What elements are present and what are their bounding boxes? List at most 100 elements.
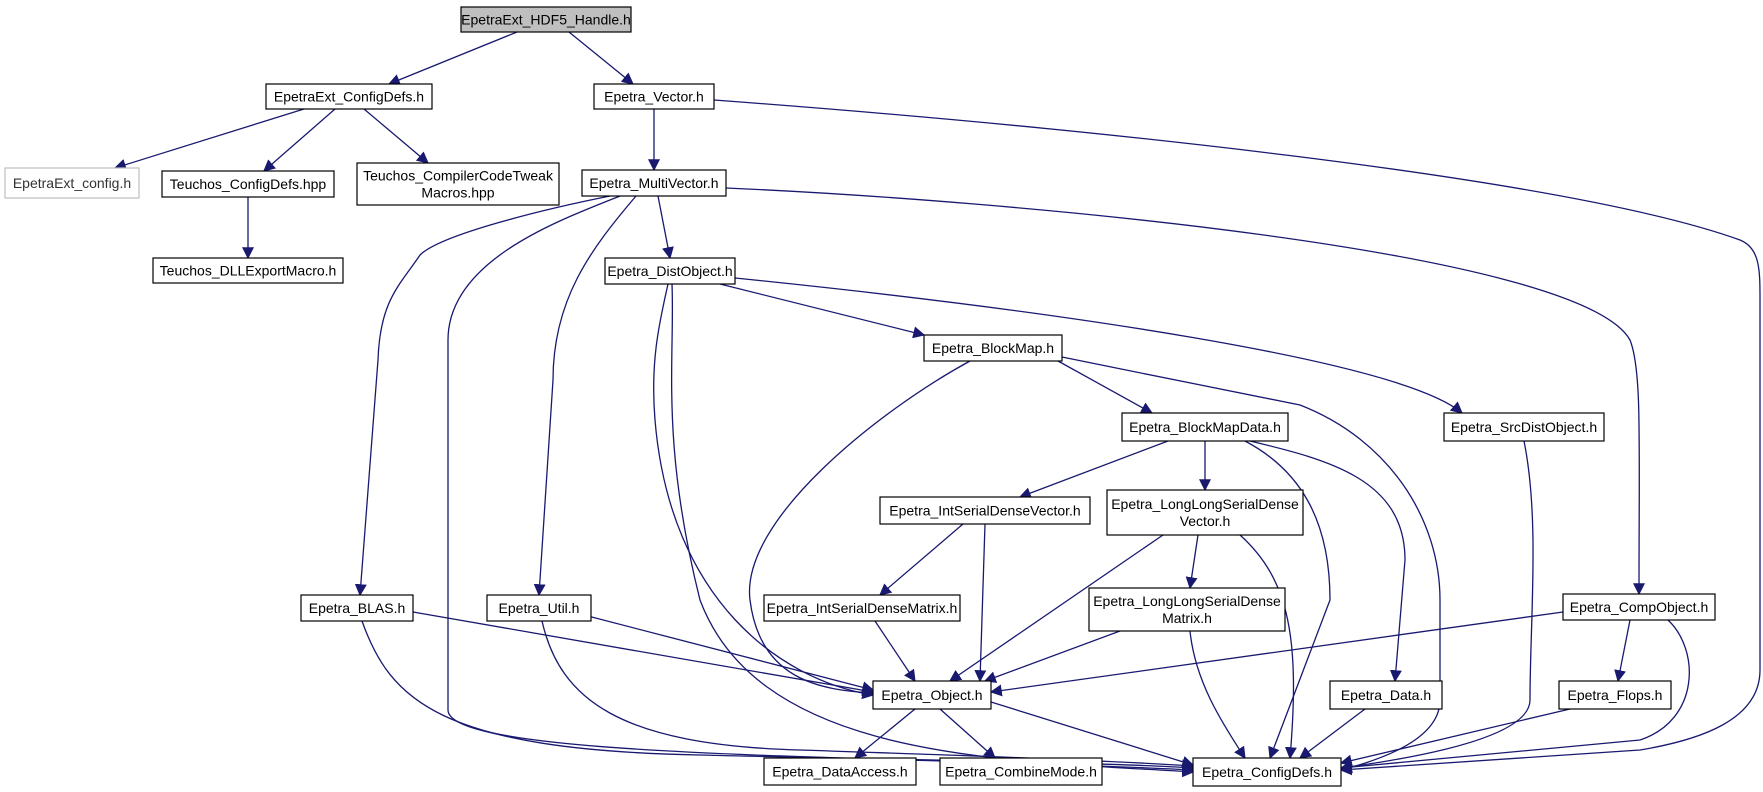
node-blockmapdata[interactable]: Epetra_BlockMapData.h <box>1121 412 1289 442</box>
node-box <box>4 167 140 199</box>
edge-blockmap-to-blockmapdata <box>1057 360 1154 414</box>
node-data[interactable]: Epetra_Data.h <box>1329 680 1443 710</box>
edge-arrow <box>1339 619 1690 773</box>
node-compobject[interactable]: Epetra_CompObject.h <box>1562 593 1716 621</box>
edge-arrow <box>387 31 518 86</box>
edge-arrow <box>1614 619 1631 683</box>
node-object[interactable]: Epetra_Object.h <box>872 680 992 710</box>
edge-multivector-to-compobject <box>725 187 1646 596</box>
node-intmat[interactable]: Epetra_IntSerialDenseMatrix.h <box>763 594 961 622</box>
edge-blockmap-to-configdefs <box>1061 356 1441 774</box>
node-box <box>939 757 1103 786</box>
node-box <box>879 496 1091 525</box>
node-util[interactable]: Epetra_Util.h <box>486 594 592 622</box>
edge-arrow <box>657 195 674 260</box>
edge-arrow <box>1061 356 1441 774</box>
node-label: Epetra_BlockMap.h <box>932 340 1054 356</box>
node-box <box>923 334 1063 362</box>
edge-arrow <box>989 611 1564 697</box>
edge-arrow <box>1239 534 1297 760</box>
edge-intmat-to-object <box>874 620 916 682</box>
node-label: Epetra_BLAS.h <box>309 600 406 616</box>
node-box <box>604 257 736 285</box>
node-flops[interactable]: Epetra_Flops.h <box>1558 680 1672 710</box>
node-vector[interactable]: Epetra_Vector.h <box>593 83 715 110</box>
edge-compobject-to-configdefs <box>1339 619 1690 773</box>
node-box <box>161 170 335 198</box>
node-box <box>152 257 344 284</box>
node-box <box>1121 412 1289 442</box>
node-label: Epetra_LongLongSerialDense <box>1093 593 1281 609</box>
edges <box>113 31 1761 778</box>
node-box <box>1192 757 1342 787</box>
node-intvec[interactable]: Epetra_IntSerialDenseVector.h <box>879 496 1091 525</box>
edge-arrow <box>949 534 1164 682</box>
edge-distobject-to-blockmap <box>719 283 926 339</box>
edge-arrow <box>939 708 996 759</box>
node-tcfgdefs[interactable]: Teuchos_ConfigDefs.hpp <box>161 170 335 198</box>
node-label: Epetra_BlockMapData.h <box>1129 419 1281 435</box>
node-dataaccess[interactable]: Epetra_DataAccess.h <box>763 757 917 786</box>
node-label: Teuchos_DLLExportMacro.h <box>160 263 337 279</box>
node-srcdist[interactable]: Epetra_SrcDistObject.h <box>1443 412 1605 442</box>
edge-arrow <box>1299 708 1366 759</box>
edge-arrow <box>854 708 916 759</box>
node-box <box>581 169 727 197</box>
node-label: EpetraExt_HDF5_Handle.h <box>461 12 631 28</box>
node-tdll[interactable]: Teuchos_DLLExportMacro.h <box>152 257 344 284</box>
edge-blockmapdata-to-intvec <box>1018 440 1169 499</box>
node-label: Teuchos_ConfigDefs.hpp <box>170 176 327 192</box>
edge-arrow <box>734 277 1463 414</box>
node-label: Epetra_MultiVector.h <box>589 175 718 191</box>
edge-arrow <box>1018 440 1169 499</box>
edge-blockmap-to-object <box>748 360 971 699</box>
node-box <box>265 83 433 110</box>
node-label: Epetra_SrcDistObject.h <box>1451 419 1597 435</box>
edge-multivector-to-blas <box>354 195 611 597</box>
node-configdefs[interactable]: Epetra_ConfigDefs.h <box>1192 757 1342 787</box>
edge-arrow <box>1189 630 1246 760</box>
edge-hdf5-to-vector <box>568 31 634 85</box>
node-label: Epetra_Vector.h <box>604 89 704 105</box>
node-box <box>460 6 632 33</box>
node-box <box>1558 680 1672 710</box>
node-box <box>1329 680 1443 710</box>
node-label: Epetra_Util.h <box>499 600 580 616</box>
node-extconfig: EpetraExt_config.h <box>4 167 140 199</box>
edge-arrow <box>412 611 875 697</box>
edge-multivector-to-configdefs <box>447 195 1195 776</box>
node-label: Epetra_Object.h <box>881 687 982 703</box>
node-box <box>486 594 592 622</box>
edge-arrow <box>725 187 1646 596</box>
node-blockmap[interactable]: Epetra_BlockMap.h <box>923 334 1063 362</box>
edge-extcfgdefs-to-extconfig <box>113 108 305 171</box>
edge-arrow <box>1339 440 1534 773</box>
edge-srcdist-to-configdefs <box>1339 440 1534 773</box>
node-hdf5[interactable]: EpetraExt_HDF5_Handle.h <box>460 6 632 33</box>
node-label: Epetra_DataAccess.h <box>772 764 907 780</box>
edge-llvec-to-object <box>949 534 1164 682</box>
node-label: Epetra_DistObject.h <box>607 263 732 279</box>
node-multivector[interactable]: Epetra_MultiVector.h <box>581 169 727 197</box>
edge-flops-to-configdefs <box>1339 708 1571 767</box>
edge-arrow <box>1185 534 1199 590</box>
node-extcfgdefs[interactable]: EpetraExt_ConfigDefs.h <box>265 83 433 110</box>
node-box <box>1106 489 1304 536</box>
node-distobject[interactable]: Epetra_DistObject.h <box>604 257 736 285</box>
edge-arrow <box>879 523 964 596</box>
edge-hdf5-to-extcfgdefs <box>387 31 518 86</box>
node-label: Vector.h <box>1180 513 1231 529</box>
edge-arrow <box>363 108 429 164</box>
node-blas[interactable]: Epetra_BLAS.h <box>300 594 414 622</box>
node-combinemode[interactable]: Epetra_CombineMode.h <box>939 757 1103 786</box>
node-label: Epetra_Data.h <box>1341 687 1431 703</box>
edge-arrow <box>653 283 875 700</box>
edge-arrow <box>974 523 987 683</box>
edge-arrow <box>447 195 1195 776</box>
edge-arrow <box>1339 708 1571 767</box>
node-label: Matrix.h <box>1162 610 1212 626</box>
